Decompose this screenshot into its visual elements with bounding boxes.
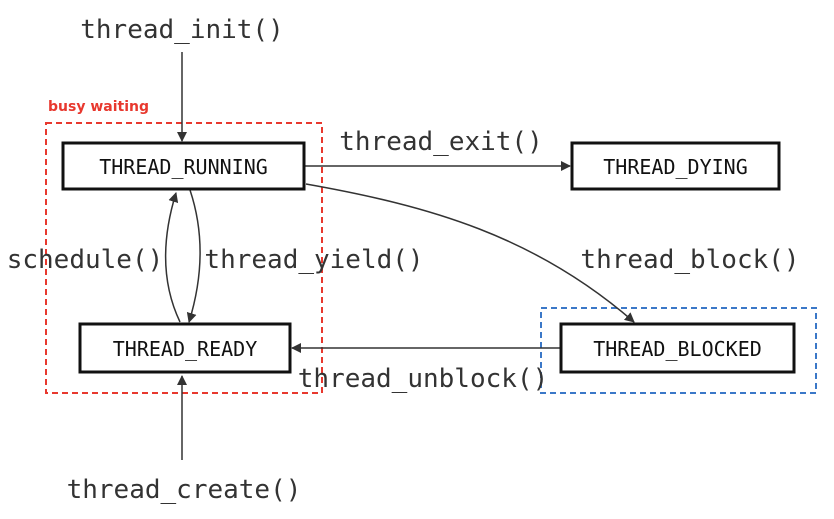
schedule-label: schedule() xyxy=(7,245,164,275)
state-ready-label: THREAD_READY xyxy=(113,337,258,361)
init-label: thread_init() xyxy=(80,15,284,45)
block-arrow xyxy=(305,183,635,323)
block-label: thread_block() xyxy=(580,245,799,275)
state-dying-label: THREAD_DYING xyxy=(603,155,748,179)
yield-arrow xyxy=(186,189,201,323)
create-label: thread_create() xyxy=(67,475,302,505)
state-blocked-box xyxy=(559,322,796,374)
unblock-label: thread_unblock() xyxy=(298,364,548,394)
busy-waiting-region xyxy=(45,122,323,394)
schedule-arrow xyxy=(164,192,181,323)
busy-waiting-label: busy waiting xyxy=(48,99,149,115)
state-ready-box xyxy=(78,322,292,374)
yield-label: thread_yield() xyxy=(204,245,423,275)
state-blocked-label: THREAD_BLOCKED xyxy=(593,337,762,361)
state-running-box xyxy=(61,141,306,191)
state-running-label: THREAD_RUNNING xyxy=(99,155,268,179)
state-dying-box xyxy=(570,141,781,191)
exit-label: thread_exit() xyxy=(339,127,543,157)
